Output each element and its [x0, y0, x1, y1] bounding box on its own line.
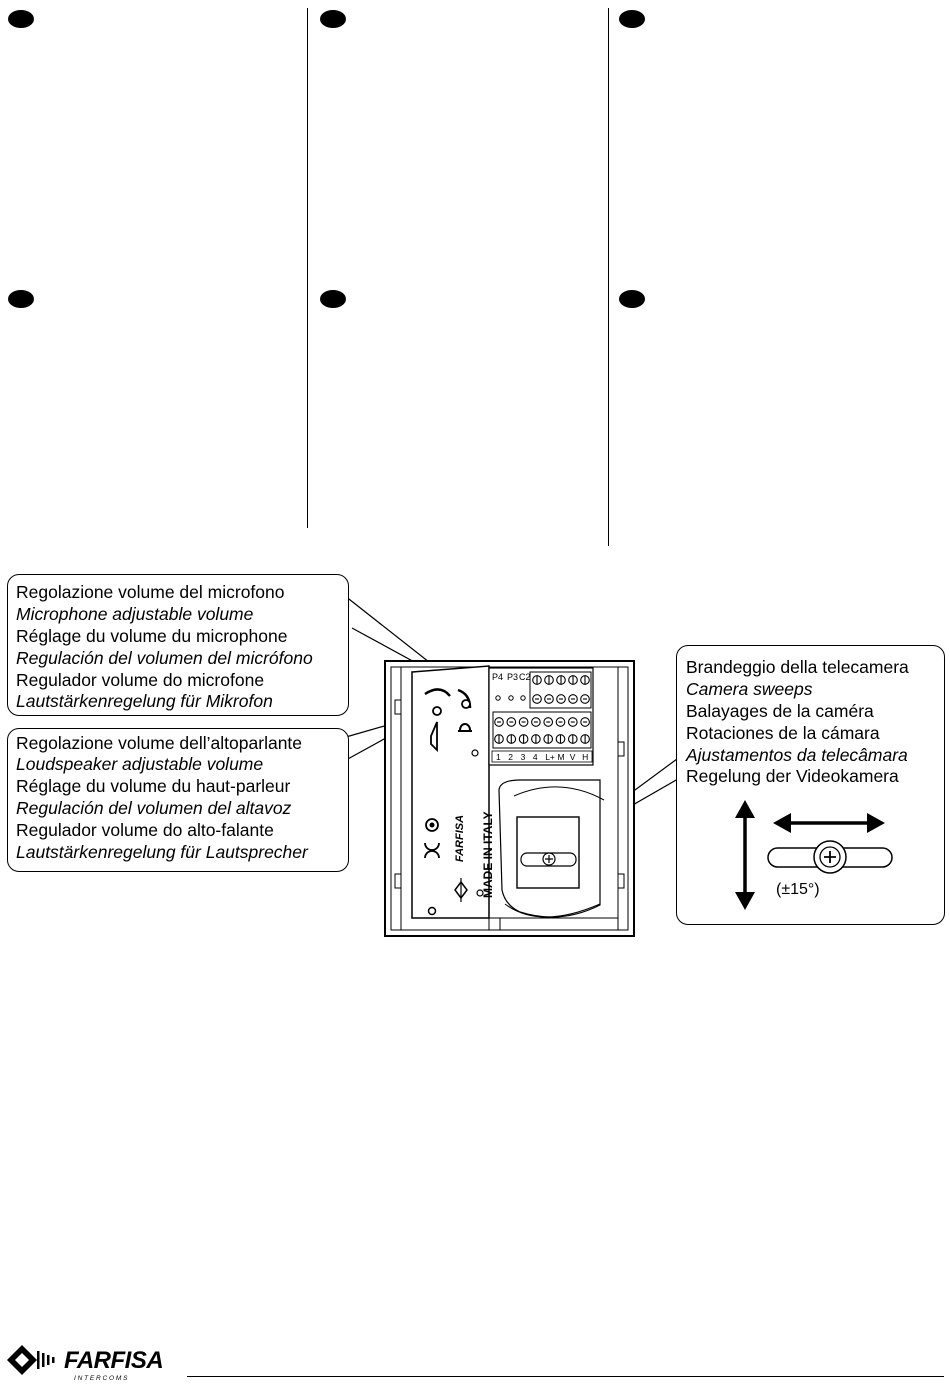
callout-line-fr: Balayages de la caméra	[686, 701, 874, 721]
farfisa-diamond-icon	[7, 1345, 55, 1375]
terminal-number-label: 4	[533, 752, 538, 762]
logo-subtitle: I N T E R C O M S	[74, 1375, 128, 1382]
terminal-number-label: 3	[521, 752, 526, 762]
language-marker-dot	[619, 290, 645, 308]
callout-line-pt: Ajustamentos da telecâmara	[686, 745, 908, 765]
brand-mark: FARFISA	[454, 815, 466, 862]
terminal-label-c2: C2	[519, 672, 531, 682]
callout-line-de: Lautstärkenregelung für Lautsprecher	[16, 842, 308, 862]
camera-sweep-callout: Brandeggio della telecamera Camera sweep…	[676, 645, 945, 925]
column-divider	[608, 8, 609, 546]
callout-line-it: Brandeggio della telecamera	[686, 657, 909, 677]
callout-line-fr: Réglage du volume du microphone	[16, 626, 288, 646]
terminal-number-label: M	[558, 752, 565, 762]
terminal-number-label: 1	[496, 752, 501, 762]
language-marker-dot	[320, 10, 346, 28]
terminal-number-label: V	[570, 752, 576, 762]
horizontal-arrow-icon	[773, 813, 885, 833]
callout-line-de: Lautstärkenregelung für Mikrofon	[16, 691, 273, 711]
terminal-label-p4: P4	[492, 672, 503, 682]
callout-line-fr: Réglage du volume du haut-parleur	[16, 776, 291, 796]
made-in-italy-label: MADE IN ITALY	[481, 811, 495, 898]
terminal-number-label: L+	[545, 752, 555, 762]
farfisa-logo: FARFISA I N T E R C O M S	[7, 1345, 164, 1382]
speaker-volume-callout: Regolazione volume dell’altoparlante Lou…	[7, 728, 349, 872]
callout-line-en: Loudspeaker adjustable volume	[16, 754, 264, 774]
callout-line-pt: Regulador volume do microfone	[16, 670, 265, 690]
callout-line-es: Rotaciones de la cámara	[686, 723, 880, 743]
camera-sweep-diagram: (±15°)	[735, 800, 893, 910]
callout-line-es: Regulación del volumen del micrófono	[16, 648, 313, 668]
language-marker-dot	[320, 290, 346, 308]
language-marker-dot	[619, 10, 645, 28]
logo-wordmark: FARFISA	[64, 1347, 163, 1374]
footer-rule	[187, 1376, 944, 1377]
language-marker-dot	[8, 290, 34, 308]
terminal-number-label: 2	[508, 752, 513, 762]
terminal-number-label: H	[582, 752, 588, 762]
callout-line-pt: Regulador volume do alto-falante	[16, 820, 274, 840]
language-marker-dot	[8, 10, 34, 28]
mic-volume-callout: Regolazione volume del microfono Microph…	[7, 574, 349, 716]
terminal-label-p3: P3	[507, 672, 518, 682]
callout-line-de: Regelung der Videokamera	[686, 766, 899, 786]
callout-line-it: Regolazione volume dell’altoparlante	[16, 733, 303, 753]
callout-line-es: Regulación del volumen del altavoz	[16, 798, 292, 818]
callout-line-en: Camera sweeps	[686, 679, 813, 699]
callout-line-en: Microphone adjustable volume	[16, 604, 254, 624]
vertical-arrow-icon	[735, 800, 755, 910]
callout-line-it: Regolazione volume del microfono	[16, 582, 285, 602]
column-divider	[307, 8, 308, 528]
angle-label: (±15°)	[776, 881, 820, 898]
